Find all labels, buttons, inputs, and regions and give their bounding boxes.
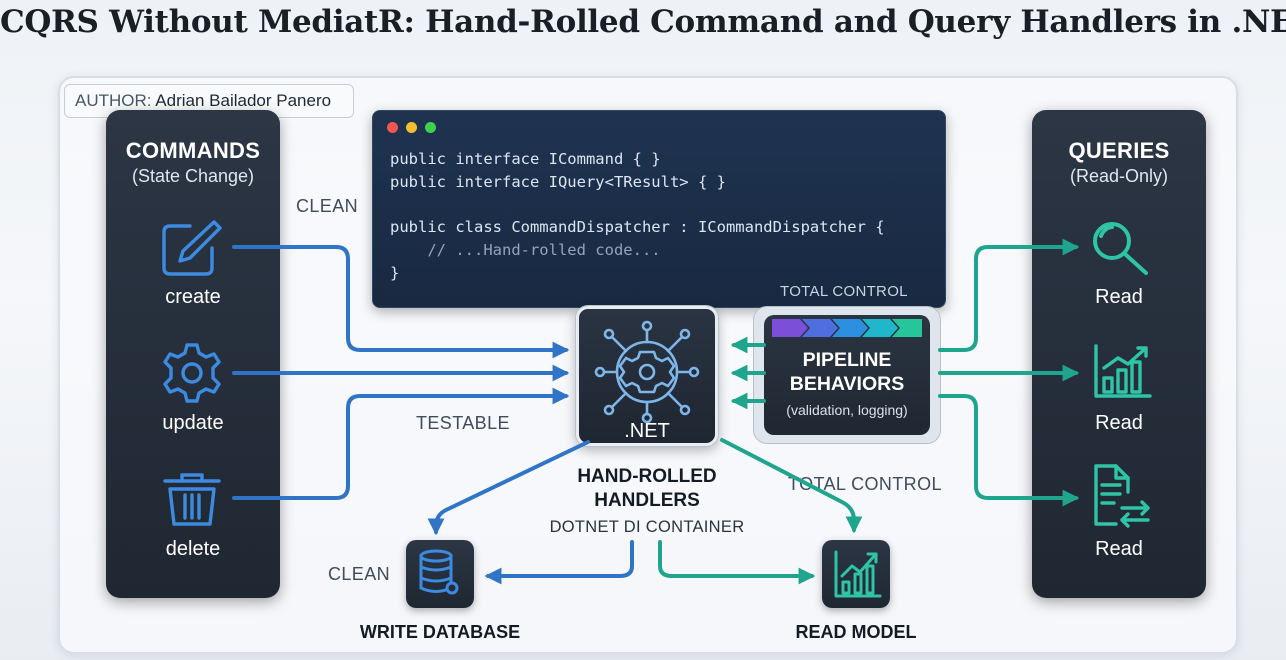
window-minimize-dot bbox=[406, 122, 417, 133]
code-line-4: // ...Hand-rolled code... bbox=[390, 241, 661, 259]
arrow-pipeline-to-query-3 bbox=[938, 394, 1080, 507]
command-label-create: create bbox=[165, 286, 221, 308]
line-chart-icon bbox=[834, 550, 882, 598]
code-window bbox=[372, 110, 946, 308]
arrow-handlers-to-write-db bbox=[484, 540, 634, 585]
code-line-5: } bbox=[390, 264, 400, 282]
label-clean-top: CLEAN bbox=[296, 196, 359, 216]
code-line-1: public interface ICommand { } bbox=[390, 150, 661, 168]
arrow-pipeline-to-query-1 bbox=[938, 238, 1080, 352]
commands-title: COMMANDS bbox=[125, 138, 261, 163]
edit-icon bbox=[162, 220, 222, 276]
author-label: AUTHOR: bbox=[75, 91, 152, 110]
arrow-create-to-hub bbox=[232, 245, 570, 359]
magnifier-icon bbox=[1093, 222, 1148, 275]
pipeline-chevrons bbox=[772, 319, 922, 337]
arrow-hub-to-write-db bbox=[427, 440, 590, 536]
page-title: CQRS Without MediatR: Hand-Rolled Comman… bbox=[0, 4, 1286, 40]
handlers-subtitle: DOTNET DI CONTAINER bbox=[549, 518, 745, 536]
commands-subtitle: (State Change) bbox=[131, 166, 255, 186]
hub-label: .NET bbox=[624, 420, 670, 442]
query-label-2: Read bbox=[1095, 412, 1143, 434]
window-close-dot bbox=[387, 122, 398, 133]
code-line-3: public class CommandDispatcher : IComman… bbox=[390, 218, 885, 236]
label-testable: TESTABLE bbox=[416, 413, 510, 433]
arrow-delete-to-hub bbox=[232, 387, 570, 500]
command-label-delete: delete bbox=[165, 538, 221, 560]
read-model-label: READ MODEL bbox=[795, 622, 917, 642]
database-icon bbox=[419, 549, 459, 595]
code-footnote: TOTAL CONTROL bbox=[780, 283, 908, 300]
command-label-update: update bbox=[162, 412, 224, 434]
query-label-3: Read bbox=[1095, 538, 1143, 560]
queries-subtitle: (Read-Only) bbox=[1069, 166, 1169, 186]
trash-icon bbox=[163, 473, 221, 526]
pipeline-title-2: BEHAVIORS bbox=[789, 373, 905, 395]
author-name: Adrian Bailador Panero bbox=[155, 91, 332, 110]
pipeline-title-1: PIPELINE bbox=[802, 349, 892, 371]
queries-title: QUERIES bbox=[1068, 138, 1170, 163]
code-line-2: public interface IQuery<TResult> { } bbox=[390, 173, 726, 191]
label-clean-bottom: CLEAN bbox=[328, 564, 391, 584]
write-database-label: WRITE DATABASE bbox=[359, 622, 521, 642]
document-exchange-icon bbox=[1094, 464, 1150, 528]
label-total-control: TOTAL CONTROL bbox=[788, 474, 942, 494]
queries-panel: QUERIES (Read-Only) Read Read Read bbox=[1032, 110, 1206, 598]
arrow-handlers-to-read-model bbox=[658, 540, 816, 585]
handlers-title-1: HAND-ROLLED bbox=[577, 466, 717, 487]
window-maximize-dot bbox=[425, 122, 436, 133]
gear-icon bbox=[163, 343, 221, 403]
bar-chart-icon bbox=[1094, 344, 1152, 398]
network-gear-icon bbox=[594, 320, 700, 424]
pipeline-subtitle: (validation, logging) bbox=[786, 402, 908, 418]
query-label-1: Read bbox=[1095, 286, 1143, 308]
arrow-hub-to-read-model bbox=[720, 438, 863, 534]
handlers-title-2: HANDLERS bbox=[594, 490, 700, 511]
